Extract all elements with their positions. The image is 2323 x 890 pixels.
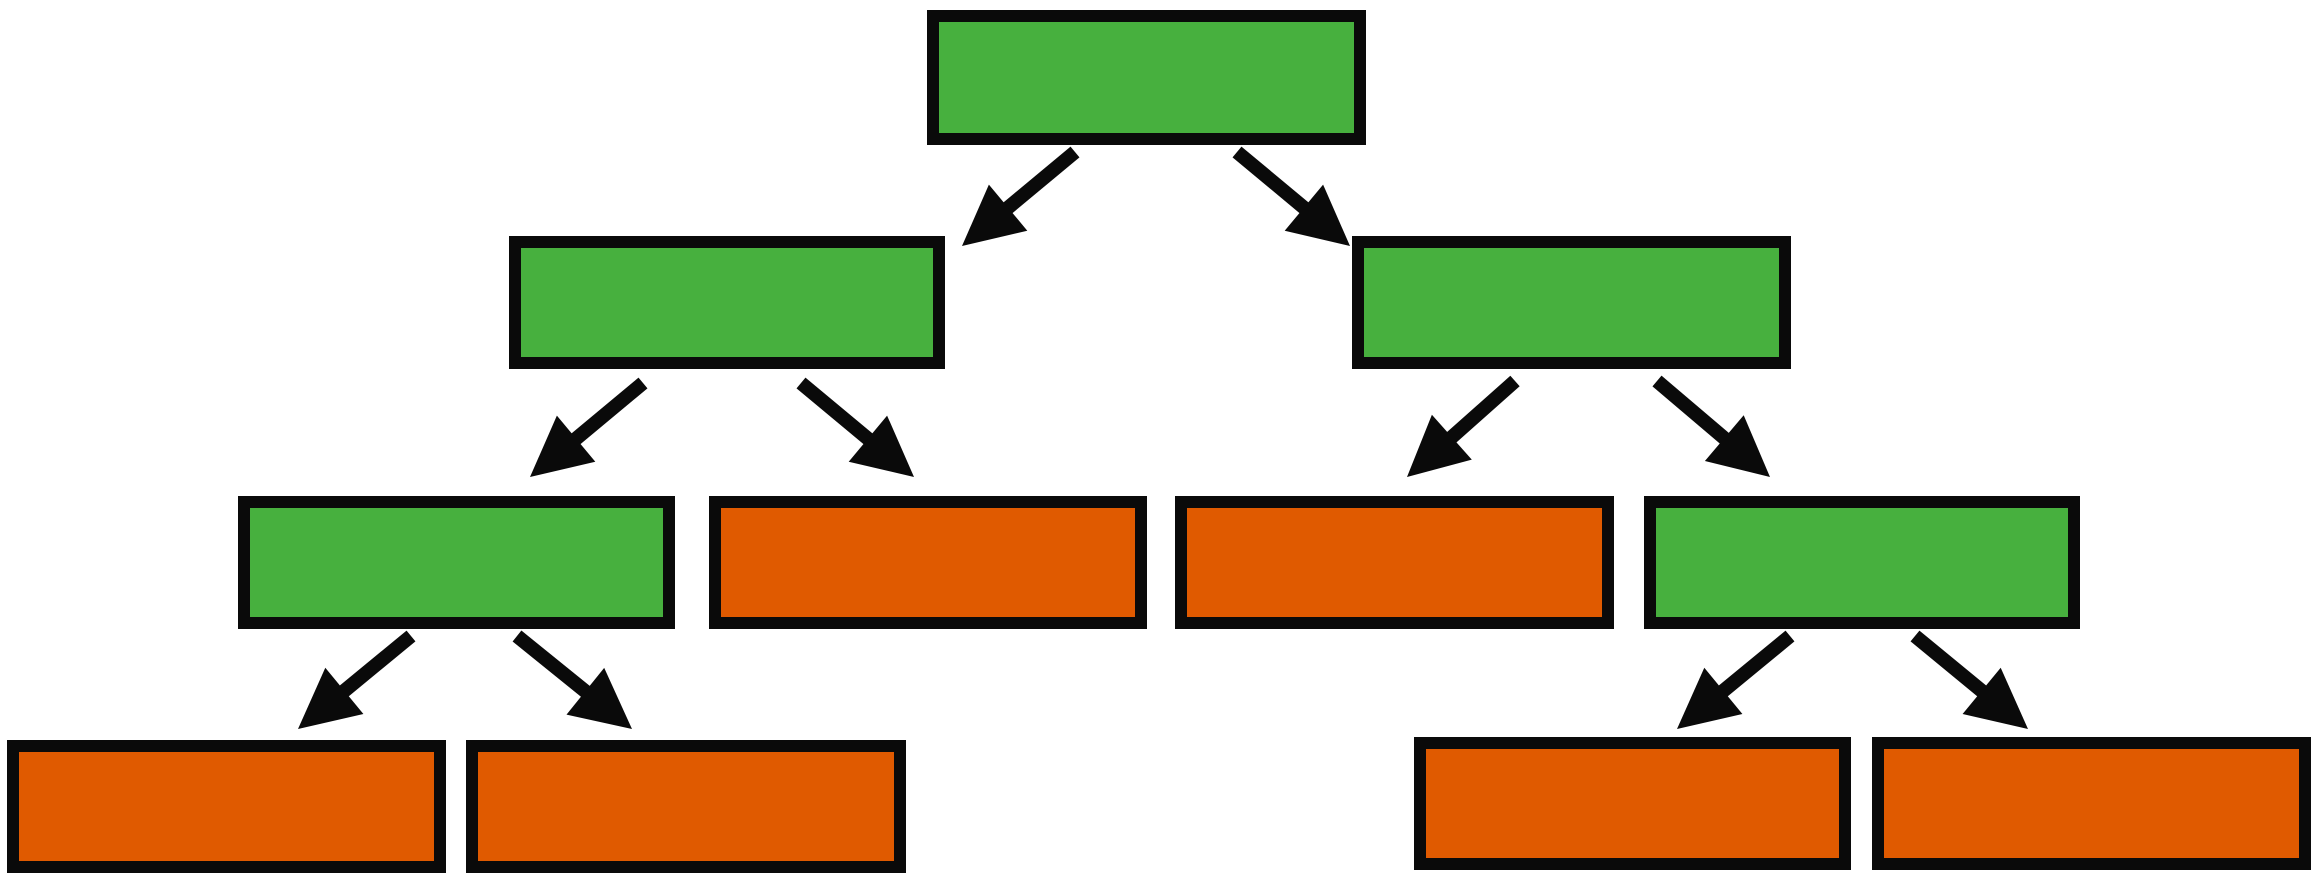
- arrow-n1-to-n4: [796, 377, 914, 477]
- arrow-shaft: [567, 377, 648, 448]
- leaf-node-n9: [1414, 737, 1851, 870]
- internal-node-n3: [238, 496, 675, 629]
- arrow-shaft: [796, 377, 877, 448]
- arrow-n0-to-n2: [1232, 146, 1350, 246]
- arrow-head: [848, 415, 914, 477]
- arrow-n3-to-n7: [298, 630, 416, 729]
- arrow-shaft: [1652, 375, 1734, 448]
- arrow-head: [1407, 414, 1472, 477]
- arrow-head: [530, 415, 596, 477]
- internal-node-n1: [509, 236, 945, 369]
- arrow-head: [1677, 667, 1743, 729]
- arrow-n6-to-n10: [1910, 630, 2028, 729]
- internal-node-n2: [1352, 236, 1791, 369]
- arrow-shaft: [1714, 630, 1795, 701]
- internal-node-n0: [927, 10, 1366, 145]
- arrow-n2-to-n5: [1407, 375, 1520, 477]
- arrow-n0-to-n1: [962, 146, 1080, 246]
- arrow-head: [1284, 184, 1350, 246]
- edges-layer: [298, 146, 2028, 729]
- leaf-node-n8: [466, 740, 906, 873]
- leaf-node-n4: [709, 496, 1147, 629]
- arrow-head: [1704, 415, 1770, 477]
- arrow-n6-to-n9: [1677, 630, 1795, 729]
- leaf-node-n5: [1175, 496, 1614, 629]
- arrow-shaft: [1442, 375, 1520, 447]
- leaf-node-n7: [7, 740, 446, 873]
- arrow-head: [962, 184, 1028, 246]
- arrow-shaft: [512, 630, 595, 701]
- arrow-shaft: [999, 146, 1080, 217]
- arrow-head: [298, 667, 364, 729]
- arrow-shaft: [335, 630, 416, 701]
- arrow-head: [1962, 667, 2028, 729]
- arrow-n1-to-n3: [530, 377, 648, 477]
- leaf-node-n10: [1872, 737, 2311, 870]
- arrow-shaft: [1232, 146, 1313, 217]
- arrow-n2-to-n6: [1652, 375, 1770, 477]
- nodes-layer: [7, 10, 2311, 873]
- arrow-head: [566, 667, 632, 729]
- arrow-n3-to-n8: [512, 630, 632, 729]
- arrow-shaft: [1910, 630, 1991, 701]
- internal-node-n6: [1644, 496, 2080, 629]
